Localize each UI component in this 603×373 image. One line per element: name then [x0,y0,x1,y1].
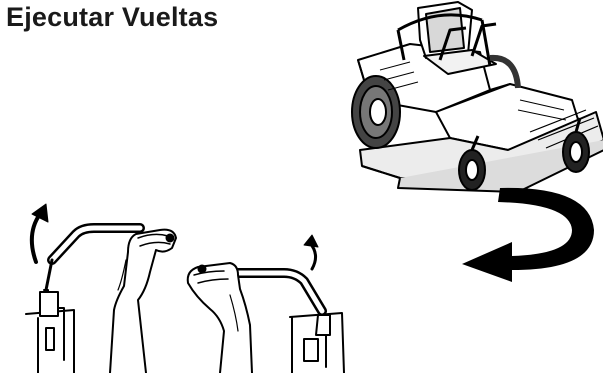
right-control-lever-icon [180,235,360,373]
rotation-arrow-icon [32,214,40,262]
left-control-lever-icon [18,190,188,373]
turn-direction-arrow-icon [460,170,603,285]
page-title: Ejecutar Vueltas [6,2,218,33]
